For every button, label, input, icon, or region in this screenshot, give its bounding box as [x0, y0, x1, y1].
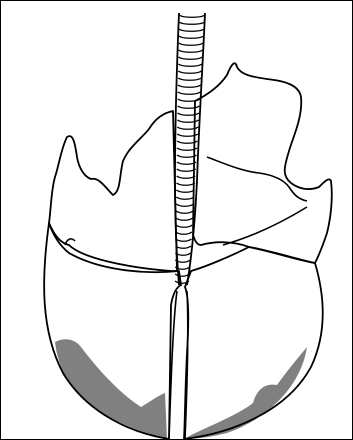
trachea-ring [177, 183, 195, 185]
right-upper-lobe-outline [193, 63, 332, 263]
trachea-ring [179, 50, 203, 52]
trachea-ring [176, 204, 193, 206]
trachea-ring [178, 85, 201, 87]
trachea-ring [177, 169, 196, 171]
trachea-rings [175, 15, 205, 283]
trachea-ring [179, 43, 204, 45]
trachea-ring [178, 57, 202, 59]
trachea-ring [178, 71, 201, 73]
trachea-ring [178, 113, 200, 115]
trachea-ring [176, 190, 194, 192]
trachea-ring [179, 29, 204, 31]
left-upper-lobe-outline [49, 111, 177, 271]
trachea-ring [176, 218, 193, 220]
right-upper-lobe-fissure [207, 157, 307, 201]
trachea-ring [176, 246, 192, 248]
trachea-ring [178, 78, 201, 80]
right-lower-shaded-region [184, 347, 307, 439]
trachea-ring [179, 22, 205, 24]
trachea-ring [176, 239, 192, 241]
left-lower-shaded-region [55, 339, 167, 439]
trachea-ring [179, 15, 205, 17]
trachea-ring [178, 92, 201, 94]
trachea-ring [176, 211, 193, 213]
trachea-ring [178, 64, 202, 66]
trachea-ring [179, 36, 204, 38]
trachea-ring [176, 232, 192, 234]
trachea-ring [178, 106, 200, 108]
trachea-ring [176, 197, 194, 199]
trachea-ring [176, 225, 193, 227]
trachea-ring [175, 274, 189, 276]
trachea-ring [177, 176, 196, 178]
right-middle-fissure [223, 207, 307, 245]
